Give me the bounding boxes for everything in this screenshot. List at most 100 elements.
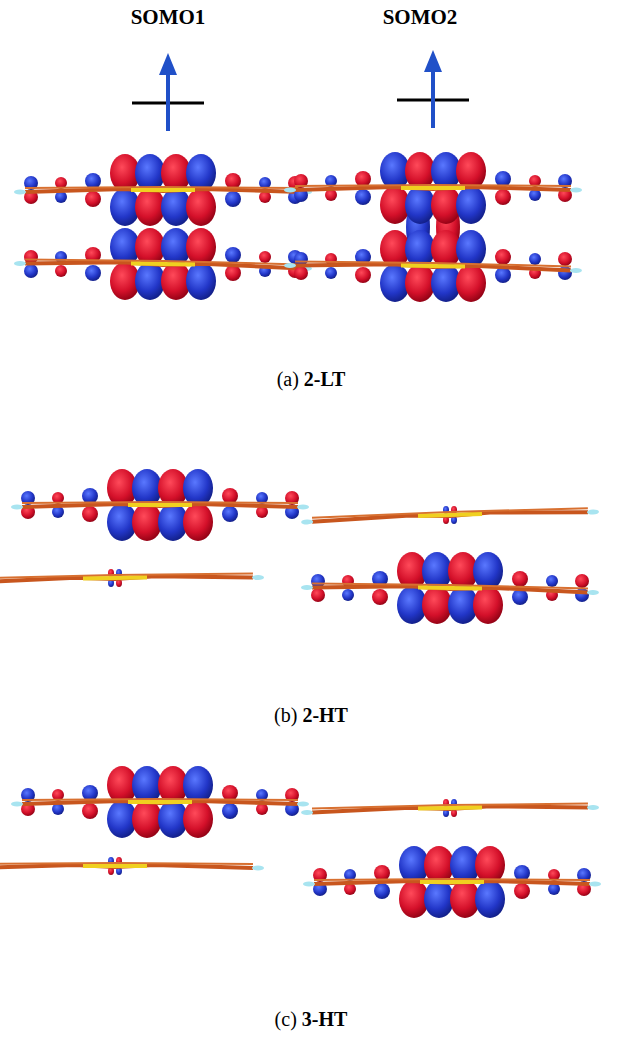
bond-tip [301,585,313,590]
lobe [325,267,337,279]
bond-tip [589,882,601,887]
lobe [405,264,435,302]
spin-arrow-head [159,53,177,75]
molecule-frame [14,258,312,271]
panel-caption: (b) 2-HT [274,704,348,726]
lobe [422,586,452,624]
bond-tip [252,575,264,580]
molecule-frame [301,582,599,595]
lobe [355,267,371,283]
lobe [225,191,241,207]
lobe [473,552,503,590]
orbital-heading: SOMO2 [383,6,458,29]
lobe [55,265,67,277]
bond-line [314,879,590,880]
sulfur-ring [128,800,192,804]
lobe [135,188,165,226]
lobe [183,800,213,838]
bond-tip [14,190,26,195]
lobe [186,262,216,300]
bond-line [22,799,298,800]
bond-tip [284,263,296,268]
molecule-frame [284,260,582,273]
lobe [132,800,162,838]
lobe [259,251,271,263]
lobe [529,253,541,265]
bond-line [22,801,298,804]
lobe [85,265,101,281]
bond-line [25,189,301,192]
bond-tip [570,188,582,193]
bond-tip [252,866,264,871]
molecule-frame [11,799,309,807]
bond-line [314,881,590,884]
orbital-lobes [294,230,572,302]
energy-level [397,50,469,128]
molecule-frame [11,502,309,510]
bond-line [295,261,571,267]
sulfur-ring [418,514,482,516]
orbital-lobes [21,766,299,838]
spin-arrow-head [424,50,442,72]
lobe [82,506,98,522]
bond-line [0,863,253,864]
lobe [405,186,435,224]
lobe [342,589,354,601]
sulfur-ring [131,263,195,264]
molecule-frame [303,879,601,887]
lobe [424,880,454,918]
bond-line [295,187,571,190]
spin-arrow [431,70,435,128]
bond-line [312,803,588,809]
orbital-lobes [21,469,299,541]
orbital-lobes [311,552,589,624]
molecule-frame [284,185,582,193]
bond-line [312,583,588,589]
orbital-heading: SOMO1 [131,6,206,29]
sulfur-ring [131,188,195,192]
bond-tip [14,261,26,266]
lobe [82,803,98,819]
bond-tip [297,802,309,807]
bond-line [25,259,301,265]
lobe [186,228,216,266]
sulfur-ring [401,265,465,266]
bond-tip [301,810,313,815]
lobe [456,230,486,268]
sulfur-ring [83,864,147,868]
energy-level [132,53,204,131]
sulfur-ring [128,503,192,507]
bond-tip [301,519,313,524]
orbital-lobes [24,228,302,300]
spin-arrow [166,73,170,131]
lobe [183,503,213,541]
lobe [514,883,530,899]
lobe [372,589,388,605]
sulfur-ring [418,587,482,588]
lobe [546,575,558,587]
lobe [311,588,325,602]
bond-line [295,185,571,186]
molecule-frame [0,572,264,585]
panel-caption: (c) 3-HT [275,1008,348,1030]
molecule-frame [14,187,312,195]
lobe [85,191,101,207]
bond-tip [587,590,599,595]
lobe [495,189,511,205]
panel-caption: (a) 2-LT [277,368,346,390]
lobe [558,252,572,266]
lobe [475,880,505,918]
bond-tip [11,505,23,510]
lobe [355,189,371,205]
bond-line [0,573,253,579]
lobe [24,264,38,278]
lobe [225,247,241,263]
bond-line [25,187,301,188]
bond-tip [303,882,315,887]
sulfur-ring [420,880,484,884]
lobe [374,883,390,899]
bond-tip [570,268,582,273]
sulfur-ring [83,577,147,578]
bond-line [22,504,298,507]
